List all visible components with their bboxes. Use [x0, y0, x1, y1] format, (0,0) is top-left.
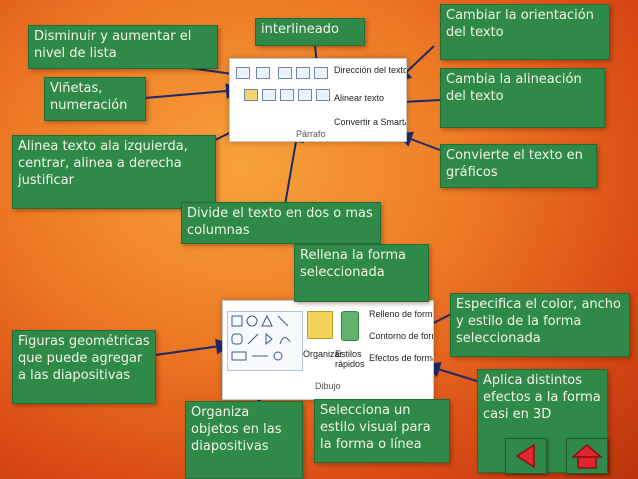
increase-indent-icon[interactable]: [296, 67, 310, 79]
estilos-rapidos-icon[interactable]: [341, 311, 359, 341]
label-orientacion: Cambiar la orientación del texto: [440, 4, 610, 60]
label-lista: Disminuir y aumentar el nivel de lista: [28, 25, 218, 69]
back-button[interactable]: [505, 438, 547, 474]
label-rellena: Rellena la forma seleccionada: [294, 244, 429, 302]
label-selecciona: Selecciona un estilo visual para la form…: [314, 399, 450, 463]
home-button[interactable]: [566, 438, 608, 474]
direccion-texto-button[interactable]: Dirección del texto: [334, 65, 407, 75]
dibujo-ribbon-panel: Organizar Estilos rápidos Relleno de for…: [222, 300, 434, 400]
bullets-icon[interactable]: [236, 67, 250, 79]
label-figuras: Figuras geométricas que puede agregar a …: [12, 330, 156, 404]
dibujo-group-label: Dibujo: [315, 381, 341, 391]
home-icon: [570, 444, 604, 469]
label-organiza: Organiza objetos en las diapositivas: [185, 401, 303, 479]
arrow-vinetas: [144, 83, 242, 99]
label-divide: Divide el texto en dos o mas columnas: [181, 202, 381, 244]
label-interlineado: interlineado: [255, 18, 365, 46]
decrease-indent-icon[interactable]: [278, 67, 292, 79]
justify-icon[interactable]: [298, 89, 312, 101]
label-convierte: Convierte el texto en gráficos: [440, 144, 597, 188]
organizar-button[interactable]: Organizar: [303, 349, 343, 359]
numbering-icon[interactable]: [256, 67, 270, 79]
shapes-icons: [231, 314, 291, 361]
label-alinea-texto: Alinea texto ala izquierda, centrar, ali…: [12, 135, 216, 209]
convertir-smartart-button[interactable]: Convertir a SmartArt: [334, 117, 406, 127]
arrow-divide: [284, 126, 304, 206]
shapes-gallery[interactable]: [227, 311, 303, 371]
arrow-figuras: [154, 338, 232, 356]
align-right-icon[interactable]: [280, 89, 294, 101]
efectos-forma-button[interactable]: Efectos de forma: [369, 353, 434, 363]
align-center-icon[interactable]: [262, 89, 276, 101]
label-alineacion: Cambia la alineación del texto: [440, 68, 605, 128]
line-spacing-icon[interactable]: [314, 67, 328, 79]
label-vinetas: Viñetas, numeración: [44, 77, 146, 121]
organizar-icon[interactable]: [307, 311, 333, 339]
align-left-icon[interactable]: [244, 89, 258, 101]
contorno-forma-button[interactable]: Contorno de forma: [369, 331, 433, 341]
estilos-rapidos-button[interactable]: Estilos rápidos: [335, 349, 365, 369]
back-triangle-icon: [515, 443, 535, 469]
parrafo-ribbon-panel: Dirección del texto Alinear texto Conver…: [229, 58, 407, 142]
alinear-texto-button[interactable]: Alinear texto: [334, 93, 385, 103]
relleno-forma-button[interactable]: Relleno de forma: [369, 309, 434, 319]
arrow-aplica: [424, 361, 481, 383]
label-especifica: Especifica el color, ancho y estilo de l…: [450, 293, 630, 357]
parrafo-group-label: Párrafo: [296, 129, 326, 139]
columns-icon[interactable]: [316, 89, 330, 101]
